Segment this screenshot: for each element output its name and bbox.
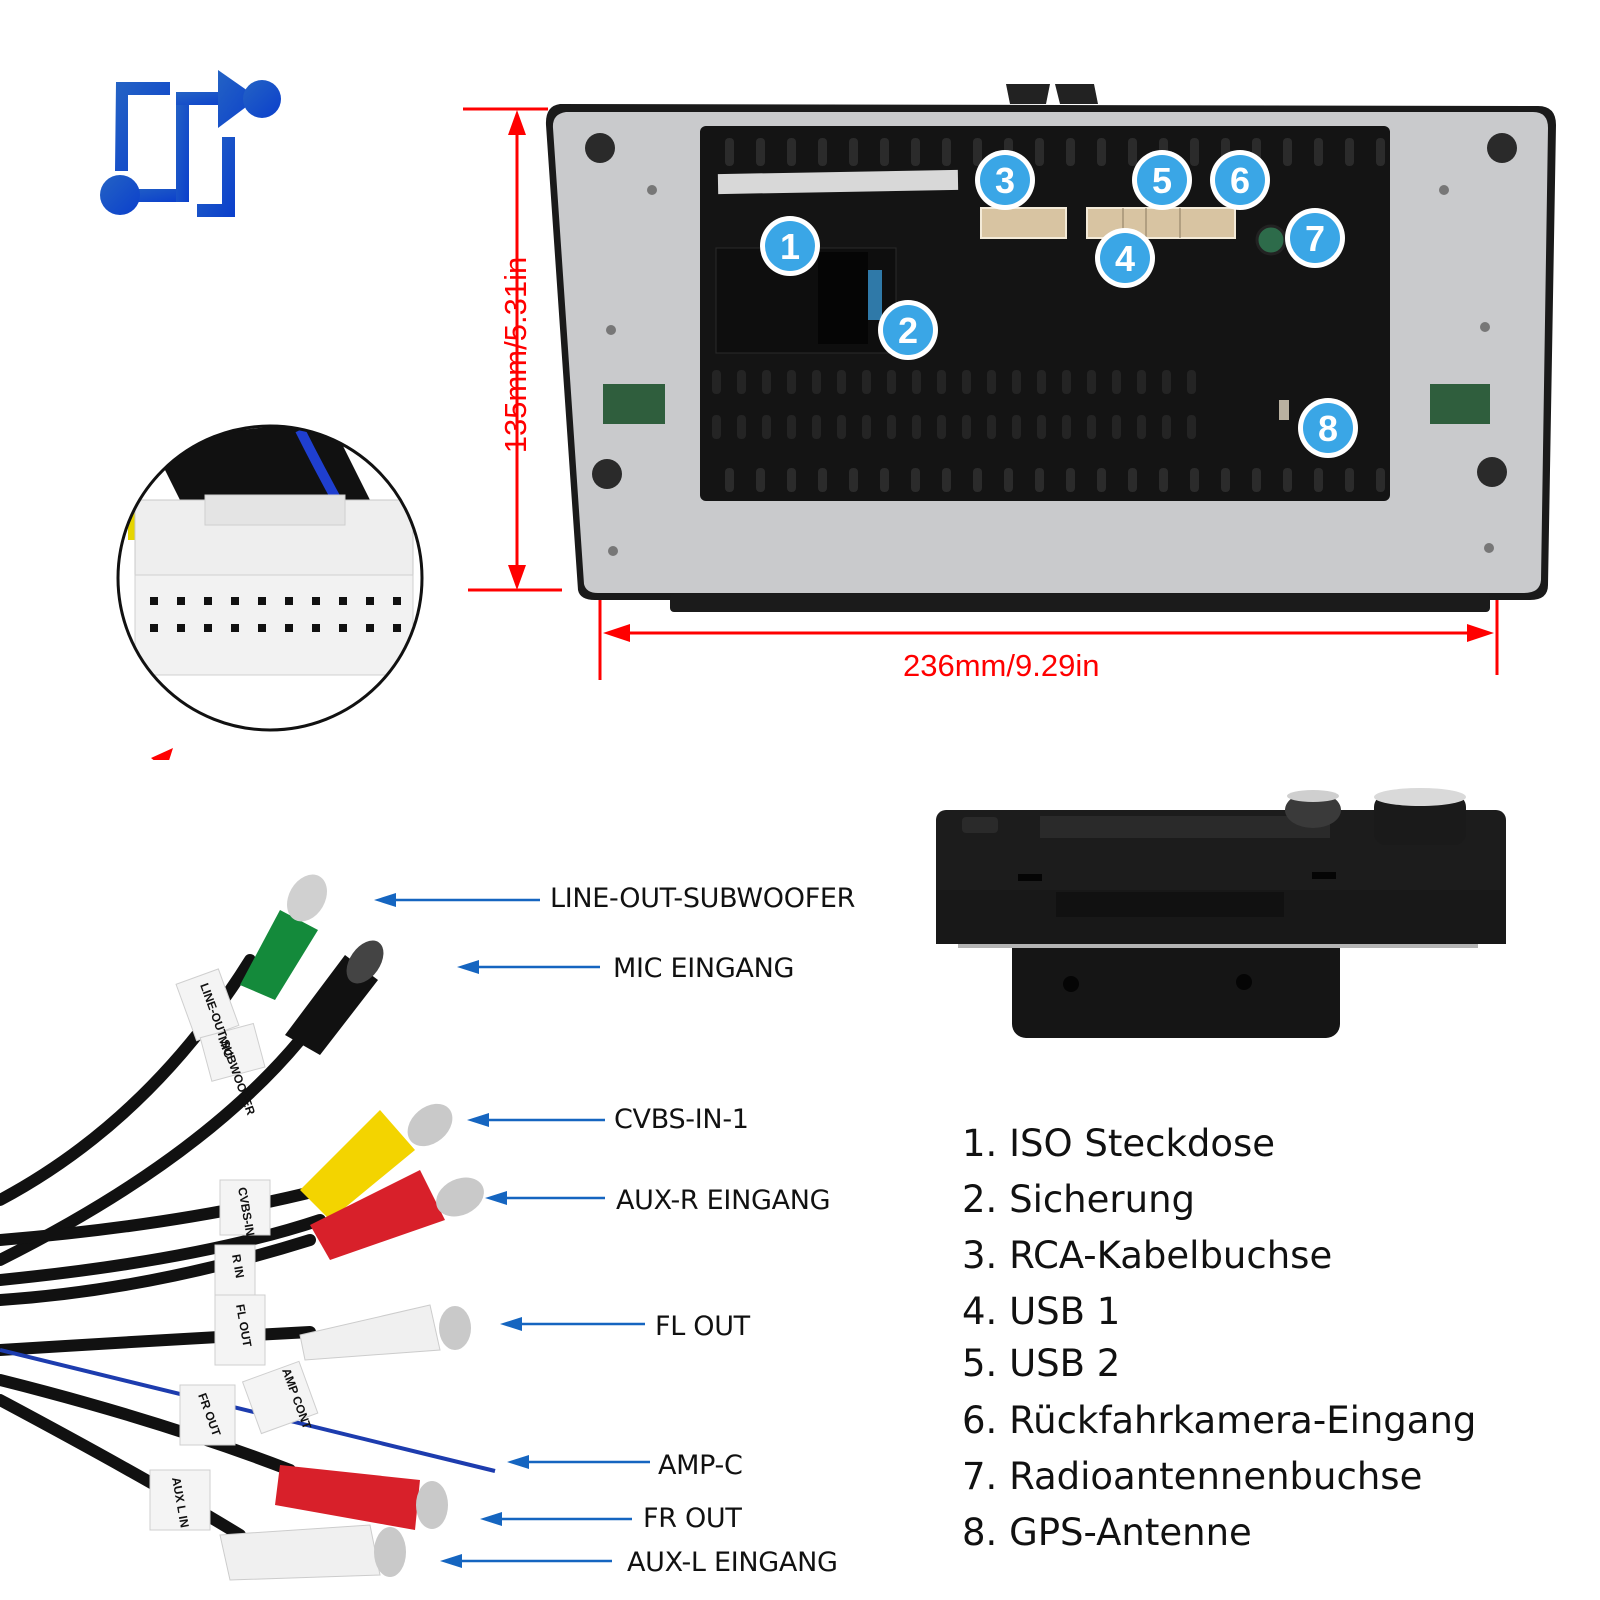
label-sticker (717, 169, 959, 195)
plate-screws (606, 185, 1494, 556)
port-number: 1 (780, 226, 800, 267)
legend-item: 1. ISO Steckdose (962, 1122, 1276, 1165)
black-mic-jack (285, 940, 384, 1055)
port-badge-5: 5 (1132, 150, 1192, 210)
port-badge-8: 8 (1298, 398, 1358, 458)
mounting-grommets (585, 133, 1517, 489)
fuse (868, 270, 882, 320)
volume-knob (1374, 795, 1466, 845)
brand-logo-icon (100, 70, 281, 217)
callout-arrowhead (374, 893, 396, 907)
port-badge-1: 1 (760, 216, 820, 276)
port-badge-3: 3 (975, 150, 1035, 210)
red-rca-plug-fr (275, 1465, 448, 1530)
callout-arrowhead (485, 1191, 507, 1205)
legend-item: 7. Radioantennenbuchse (962, 1455, 1423, 1498)
yellow-rca-plug (300, 1103, 453, 1220)
legend-item: 8. GPS-Antenne (962, 1511, 1252, 1554)
callout-fl-out: FL OUT (655, 1311, 750, 1342)
closeup-pointer-arrowhead (151, 748, 173, 760)
callout-aux-r-eingang: AUX-R EINGANG (616, 1185, 831, 1216)
callout-arrowhead (480, 1512, 502, 1526)
legend-item: 3. RCA-Kabelbuchse (962, 1234, 1333, 1277)
port-number: 2 (898, 310, 918, 351)
legend-item: 4. USB 1 (962, 1290, 1121, 1333)
callout-amp-c: AMP-C (658, 1450, 743, 1481)
connector-closeup (116, 424, 424, 760)
callout-mic-eingang: MIC EINGANG (613, 953, 795, 984)
callout-fr-out: FR OUT (643, 1503, 742, 1534)
port-number: 3 (995, 160, 1015, 201)
stereo-rear-panel: 1 2 3 45 6 7 8 (545, 84, 1556, 612)
callout-arrowhead (467, 1113, 489, 1127)
port-number: 6 (1230, 160, 1250, 201)
port-number: 4 (1115, 238, 1135, 279)
callout-arrowhead (500, 1317, 522, 1331)
radio-antenna-jack (1255, 224, 1287, 256)
legend-item: 2. Sicherung (962, 1178, 1195, 1221)
width-dimension-label: 236mm/9.29in (903, 648, 1100, 683)
callout-arrowhead (507, 1455, 529, 1469)
port-number: 5 (1152, 160, 1172, 201)
height-arrow-up (508, 110, 526, 135)
port-badge-7: 7 (1285, 208, 1345, 268)
tag-rin: R IN (229, 1253, 247, 1279)
width-arrow-right (1467, 624, 1494, 642)
legend-item: 5. USB 2 (962, 1342, 1121, 1385)
white-rca-plug-fl (299, 1304, 471, 1361)
port-badge-6: 6 (1210, 150, 1270, 210)
legend-item: 6. Rückfahrkamera-Eingang (962, 1399, 1477, 1442)
port-badge-2: 2 (878, 300, 938, 360)
callout-aux-l-eingang: AUX-L EINGANG (627, 1547, 838, 1578)
port-badge-4: 4 (1095, 228, 1155, 288)
dimension-lines (463, 107, 1499, 680)
callout-line-out-subwoofer: LINE-OUT-SUBWOOFER (550, 883, 856, 914)
height-arrow-down (508, 565, 526, 590)
width-arrow-left (603, 624, 630, 642)
port-number: 8 (1318, 408, 1338, 449)
rca-cable-harness: LINE-OUT SUBWOOFER MIC CVBS-IN- R IN FL … (0, 874, 496, 1581)
rca-connector (980, 207, 1067, 239)
port-number: 7 (1305, 218, 1325, 259)
callout-cvbs-in-1: CVBS-IN-1 (614, 1104, 749, 1135)
callout-arrowhead (457, 960, 479, 974)
red-rca-plug-aux-r (310, 1170, 484, 1260)
white-rca-plug-aux-l (219, 1524, 406, 1581)
callout-arrowhead (440, 1554, 462, 1568)
green-rca-plug (240, 874, 327, 1000)
stereo-side-view (936, 788, 1506, 1038)
top-clip (1006, 84, 1050, 104)
